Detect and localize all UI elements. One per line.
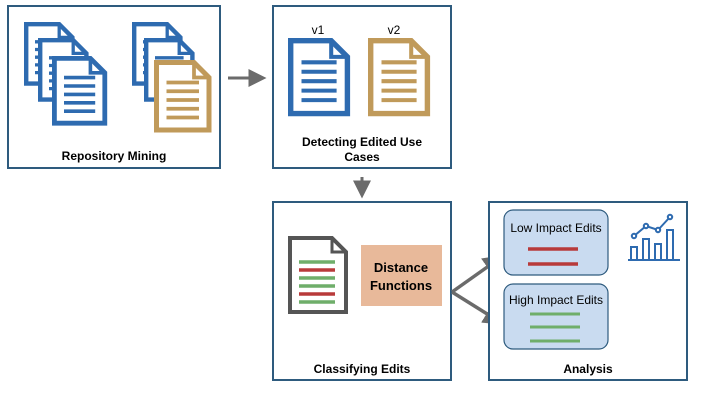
distance-functions-label-line2: Functions bbox=[370, 278, 432, 293]
repository-mining-label: Repository Mining bbox=[62, 149, 167, 163]
version-2-label: v2 bbox=[388, 23, 401, 37]
distance-functions-label-line1: Distance bbox=[374, 260, 428, 275]
low-impact-edits-card: Low Impact Edits bbox=[503, 209, 609, 276]
detecting-edits-label-line1: Detecting Edited Use bbox=[302, 135, 422, 149]
analysis-box: Low Impact Edits High Impact Edits Analy… bbox=[488, 201, 688, 381]
classifying-edits-box: Distance Functions Classifying Edits bbox=[272, 201, 452, 381]
document-icon bbox=[291, 41, 348, 114]
classifying-edits-label: Classifying Edits bbox=[314, 362, 411, 376]
document-icon bbox=[54, 58, 104, 123]
document-icon bbox=[157, 63, 210, 131]
detecting-edits-label-line2: Cases bbox=[344, 150, 380, 164]
high-impact-edits-label: High Impact Edits bbox=[509, 293, 603, 307]
low-impact-edits-label: Low Impact Edits bbox=[510, 221, 601, 235]
high-impact-edits-card: High Impact Edits bbox=[503, 283, 609, 350]
version-1-label: v1 bbox=[312, 23, 325, 37]
classified-document-icon bbox=[288, 236, 348, 314]
distance-functions-box: Distance Functions bbox=[361, 245, 442, 306]
chart-icon bbox=[628, 213, 680, 261]
detecting-edits-box: v1 v2 Detecting Edited Use Cases bbox=[272, 5, 452, 169]
repository-mining-box: Repository Mining bbox=[7, 5, 221, 169]
analysis-label: Analysis bbox=[563, 362, 613, 376]
document-icon bbox=[371, 41, 428, 114]
